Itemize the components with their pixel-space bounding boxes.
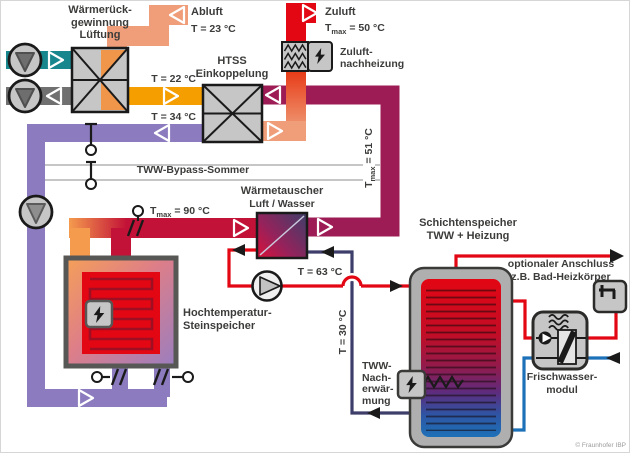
exhaust-fan-icon: [7, 78, 43, 114]
abluft-label: Abluft: [191, 6, 223, 18]
freshwater-module: [531, 310, 589, 371]
copyright-note: © Fraunhofer IBP: [575, 442, 626, 449]
tank-label: Schichtenspeicher TWW + Heizung: [419, 217, 517, 242]
bypass-lines: [45, 164, 380, 181]
optional-connection-line: [454, 254, 612, 270]
t51-temp: Tmax = 51 °C: [363, 128, 378, 188]
zuluft-temp: Tmax = 50 °C: [325, 22, 385, 37]
stone-storage: [63, 255, 179, 369]
t34-temp: T = 34 °C: [151, 111, 196, 123]
purple-duct-valve-icon: [85, 122, 97, 156]
tank-to-fwm-hot-line: [509, 299, 536, 340]
immersion-heater-coil-icon: [423, 374, 464, 390]
fwm-pump-icon: [538, 331, 552, 345]
bypass-label: TWW-Bypass-Sommer: [136, 164, 250, 176]
heating-pump-icon: [251, 270, 283, 302]
extract-air-duct: [107, 5, 188, 50]
magenta-return-duct: [262, 85, 400, 237]
duct-flow-arrows: [45, 3, 334, 408]
t63-temp: T = 63 °C: [297, 266, 343, 278]
storage-valve-left-icon: [91, 368, 128, 386]
abluft-temp: T = 23 °C: [191, 23, 236, 35]
wrg-heat-exchanger: [70, 46, 130, 114]
t90-temp: Tmax = 90 °C: [150, 205, 210, 220]
air-water-heat-exchanger: [255, 211, 309, 260]
reheater-label: Zuluft- nachheizung: [340, 46, 405, 70]
fwm-label: Frischwasser- modul: [526, 371, 598, 396]
purple-return-duct: [27, 124, 203, 407]
optional-connection-label: optionaler Anschluss z.B. Bad-Heizkörper: [507, 258, 615, 283]
t30-temp: T = 30 °C: [337, 302, 349, 362]
bypass-valve-icon: [85, 160, 97, 190]
line-flow-arrows: [232, 244, 624, 419]
faucet-icon: [592, 279, 628, 314]
air-loop-pump-icon: [18, 194, 54, 230]
wt-label: Wärmetauscher Luft / Wasser: [240, 185, 324, 210]
storage-valve-right-icon: [152, 368, 194, 386]
plate-heat-exchanger-icon: [557, 329, 577, 365]
t22-temp: T = 22 °C: [151, 73, 196, 85]
supply-fan-icon: [7, 42, 43, 78]
stratified-tank: [396, 266, 514, 449]
wrg-label: Wärmerück- gewinnung Lüftung: [68, 4, 132, 41]
stone-storage-label: Hochtemperatur- Steinspeicher: [183, 307, 272, 332]
htss-heat-exchanger: [201, 83, 264, 144]
fwm-cold-return-line: [509, 356, 536, 432]
fwm-to-faucet-line: [585, 313, 618, 340]
supply-air-reheater: [281, 41, 333, 72]
zuluft-label: Zuluft: [325, 6, 356, 18]
heating-coil-icon: [283, 43, 307, 70]
hot-duct-valve-icon: [126, 205, 145, 237]
tww-reheat-label: TWW- Nach- erwär- mung: [362, 360, 394, 407]
htss-label: HTSS Einkoppelung: [195, 55, 269, 80]
zuluft-duct: [286, 3, 316, 44]
